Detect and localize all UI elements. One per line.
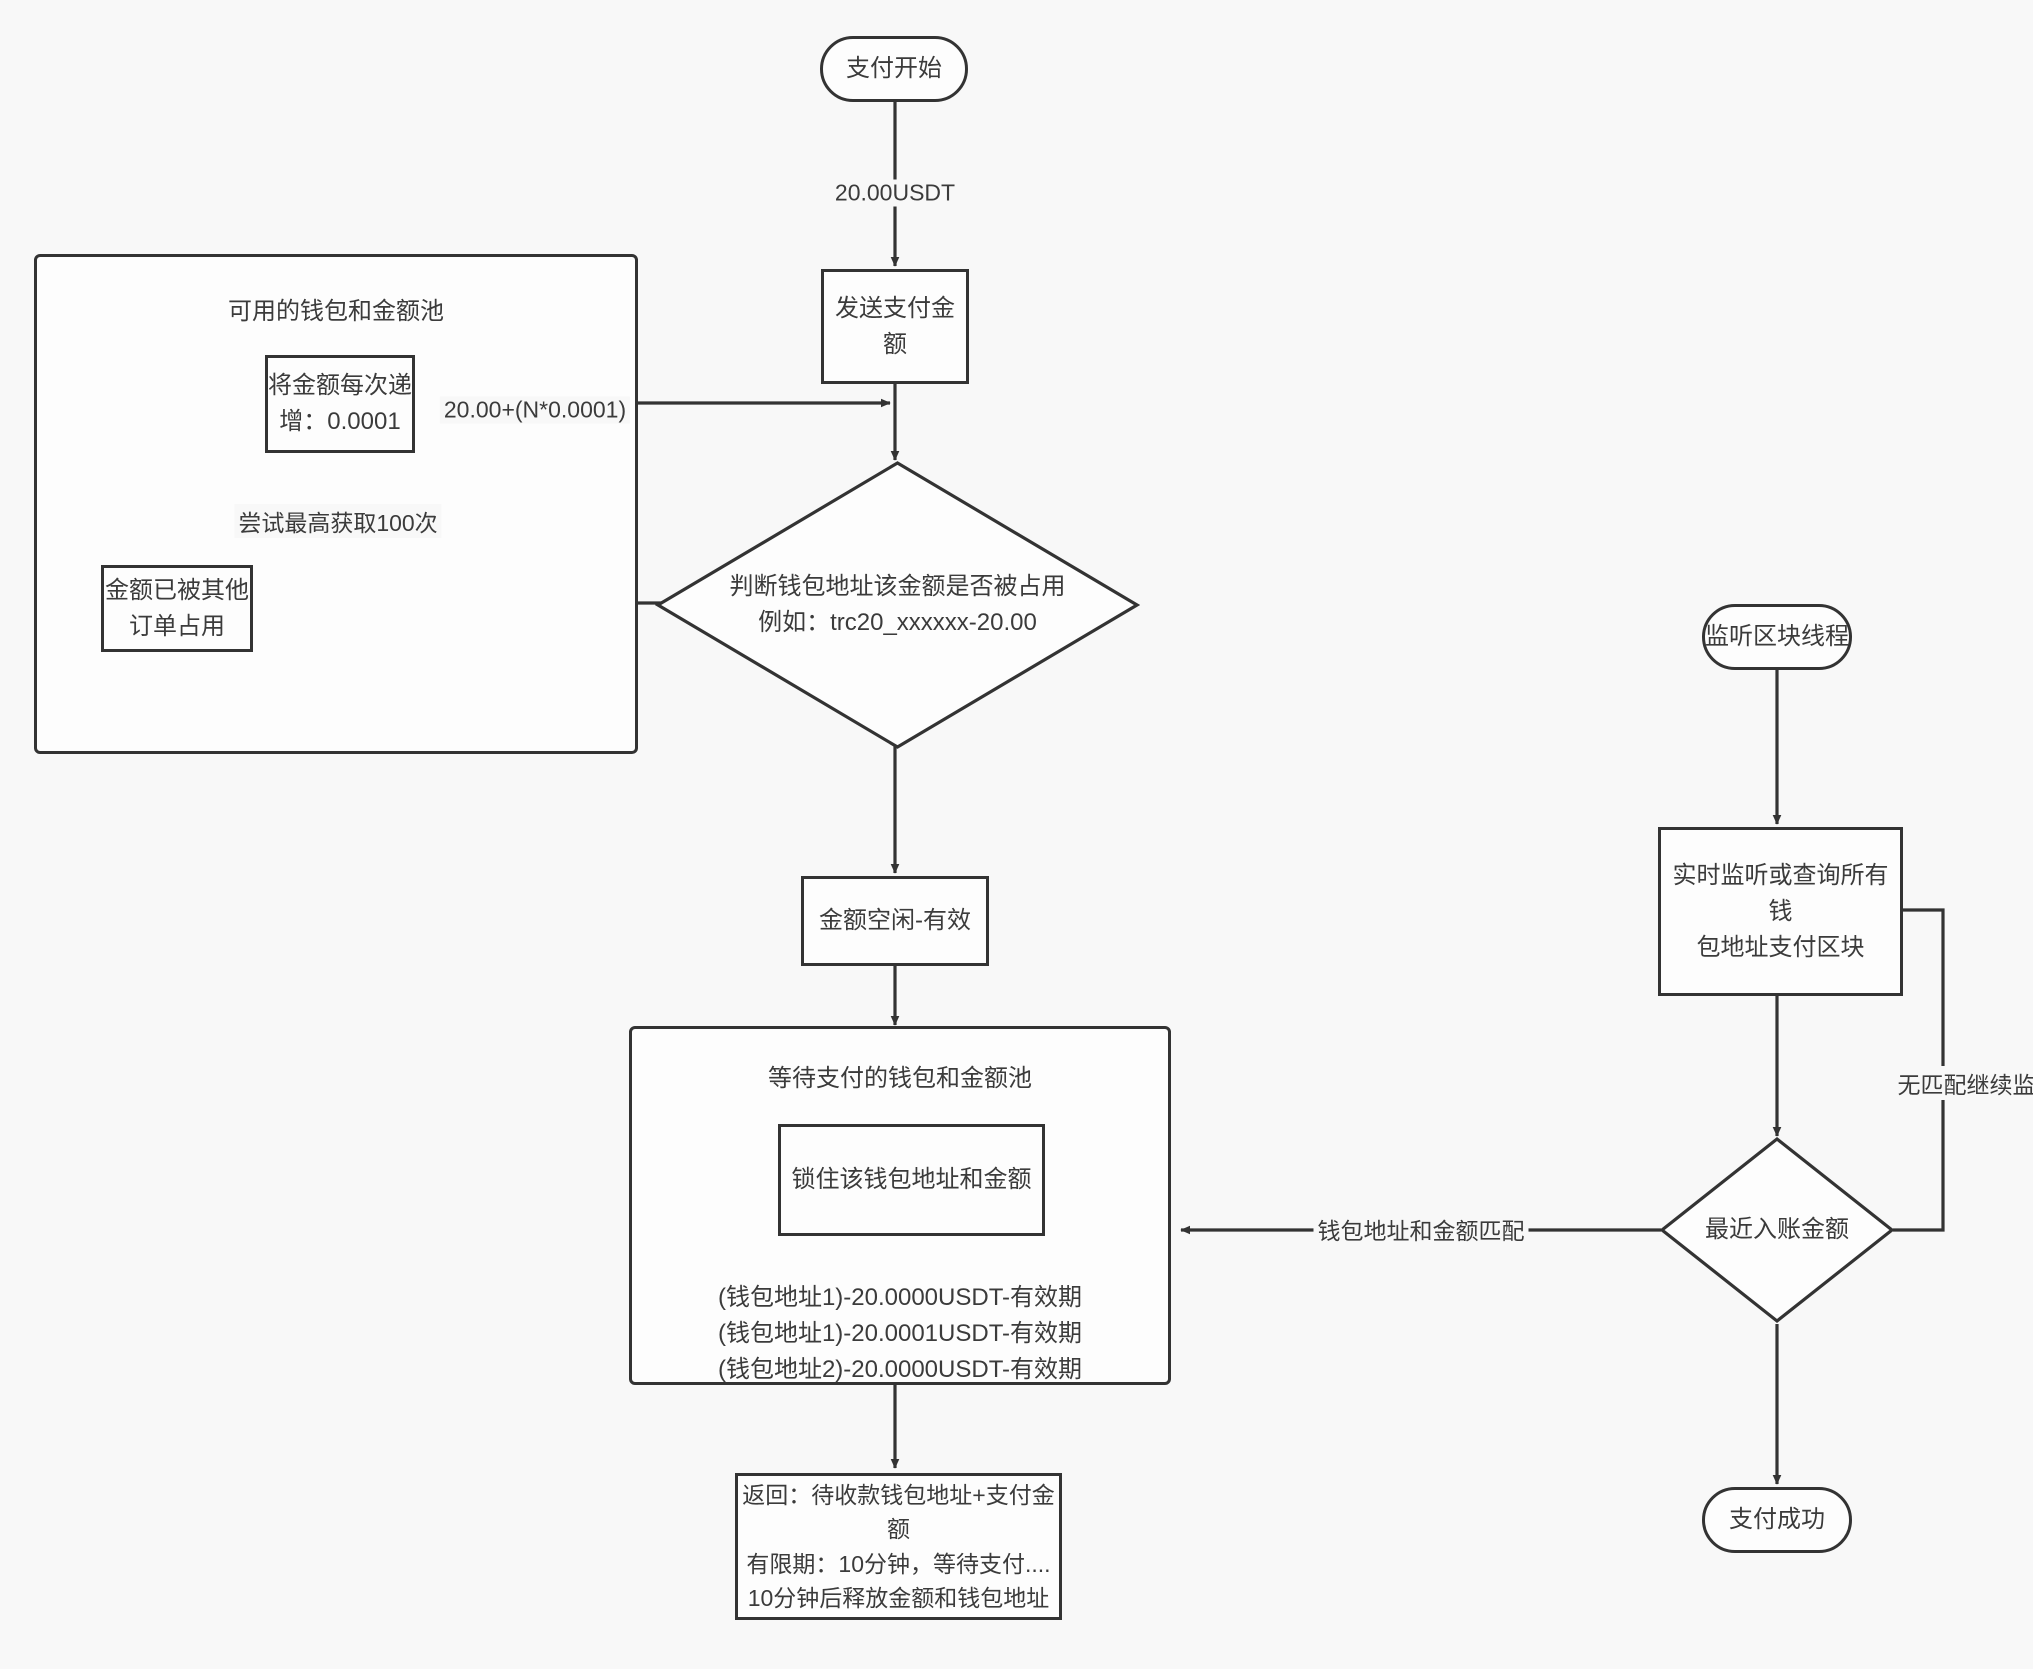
edge-label-no-match-continue: 无匹配继续监听 — [1893, 1066, 2033, 1100]
node-recent-deposit-amount[interactable]: 最近入账金额 — [1659, 1136, 1895, 1324]
node-send-payment-amount[interactable]: 发送支付金额 — [821, 269, 969, 384]
node-lock-wallet-and-amount[interactable]: 锁住该钱包地址和金额 — [778, 1124, 1045, 1236]
pool-entry-1: (钱包地址1)-20.0000USDT-有效期 — [717, 1284, 1083, 1311]
edge-label-increment-formula: 20.00+(N*0.0001) — [439, 396, 631, 424]
pool-entry-2: (钱包地址1)-20.0001USDT-有效期 — [717, 1320, 1083, 1347]
pool-entry-3: (钱包地址2)-20.0000USDT-有效期 — [717, 1356, 1083, 1383]
node-payment-success[interactable]: 支付成功 — [1702, 1487, 1852, 1553]
node-return-payment-info[interactable]: 返回：待收款钱包地址+支付金额 有限期：10分钟，等待支付.... 10分钟后释… — [735, 1473, 1062, 1620]
group-available-pool-title: 可用的钱包和金额池 — [228, 298, 444, 325]
node-listen-block-thread[interactable]: 监听区块线程 — [1702, 604, 1852, 670]
node-increment-amount[interactable]: 将金额每次递 增：0.0001 — [265, 355, 415, 453]
group-waiting-pool: 等待支付的钱包和金额池 锁住该钱包地址和金额 (钱包地址1)-20.0000US… — [629, 1026, 1171, 1385]
edge-label-retry-attempts: 尝试最高获取100次 — [234, 504, 442, 538]
node-occupied-by-other-order[interactable]: 金额已被其他 订单占用 — [101, 565, 253, 652]
node-amount-free-valid[interactable]: 金额空闲-有效 — [801, 876, 989, 966]
edge-label-start-amount: 20.00USDT — [830, 179, 960, 207]
node-check-amount-occupied[interactable]: 判断钱包地址该金额是否被占用 例如：trc20_xxxxxx-20.00 — [654, 460, 1141, 750]
diamond-shape-deposit — [1659, 1136, 1895, 1324]
edge-label-wallet-amount-match: 钱包地址和金额匹配 — [1313, 1212, 1529, 1246]
node-recent-deposit-amount-label: 最近入账金额 — [1705, 1216, 1849, 1243]
node-realtime-monitor-blocks[interactable]: 实时监听或查询所有钱 包地址支付区块 — [1658, 827, 1903, 996]
node-payment-start[interactable]: 支付开始 — [820, 36, 968, 102]
node-check-amount-occupied-label: 判断钱包地址该金额是否被占用 例如：trc20_xxxxxx-20.00 — [729, 573, 1066, 636]
diamond-shape-check — [654, 461, 1141, 749]
group-waiting-pool-title: 等待支付的钱包和金额池 — [768, 1065, 1032, 1092]
